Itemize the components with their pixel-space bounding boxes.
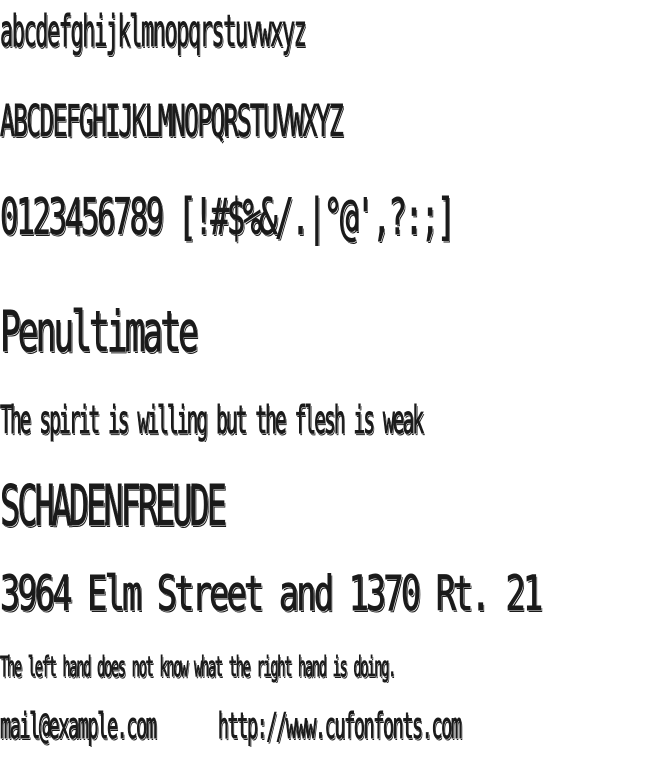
uppercase-alphabet-sample: ABCDEFGHIJKLMNOPQRSTUVWXYZ: [0, 96, 344, 147]
caps-word-sample: SCHADENFREUDE: [0, 474, 227, 539]
font-name-sample: Penultimate: [0, 300, 199, 365]
digits-symbols-sample: 0123456789 [!#$%&/.|°@',?:;]: [0, 188, 456, 246]
address-sample: 3964 Elm Street and 1370 Rt. 21: [0, 566, 543, 622]
sentence-sample-1: The spirit is willing but the flesh is w…: [0, 398, 424, 442]
website-sample: http://www.cufonfonts.com: [217, 706, 463, 747]
contact-sample: mail@example.com http://www.cufonfonts.co…: [0, 706, 660, 747]
sentence-sample-2: The left hand does not know what the rig…: [0, 650, 397, 683]
email-sample: mail@example.com: [0, 706, 157, 747]
lowercase-alphabet-sample: abcdefghijklmnopqrstuvwxyz: [0, 6, 307, 57]
